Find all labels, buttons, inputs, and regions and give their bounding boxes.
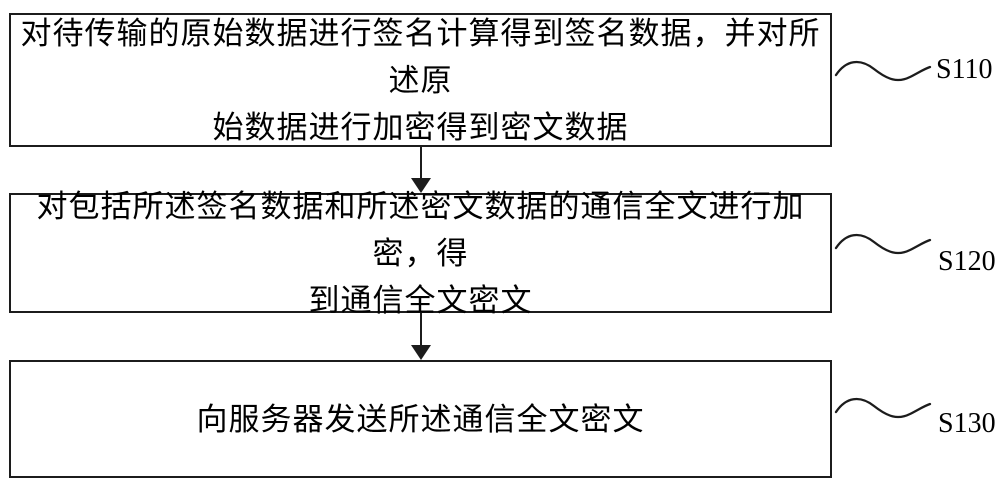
- flow-step-box-s110: 对待传输的原始数据进行签名计算得到签名数据，并对所述原 始数据进行加密得到密文数…: [9, 13, 832, 147]
- arrow-down-head-icon: [411, 178, 431, 193]
- step-label-s130: S130: [938, 408, 996, 439]
- wavy-connector-icon: [834, 397, 932, 419]
- flow-step-box-s120: 对包括所述签名数据和所述密文数据的通信全文进行加密，得 到通信全文密文: [9, 189, 832, 318]
- step-text-line: 到通信全文密文: [308, 282, 533, 318]
- arrow-down-icon: [420, 147, 422, 179]
- step-text-s120: 对包括所述签名数据和所述密文数据的通信全文进行加密，得 到通信全文密文: [11, 183, 830, 324]
- wavy-connector-icon: [834, 233, 932, 255]
- step-text-line: 对包括所述签名数据和所述密文数据的通信全文进行加密，得: [36, 188, 805, 271]
- step-text-s130: 向服务器发送所述通信全文密文: [197, 396, 645, 443]
- arrow-down-icon: [420, 313, 422, 346]
- step-text-s110: 对待传输的原始数据进行签名计算得到签名数据，并对所述原 始数据进行加密得到密文数…: [11, 10, 830, 151]
- step-label-s120: S120: [938, 246, 996, 277]
- step-label-s110: S110: [936, 54, 993, 85]
- wavy-connector-icon: [834, 60, 932, 82]
- flow-step-box-s130: 向服务器发送所述通信全文密文: [9, 360, 832, 478]
- arrow-down-head-icon: [411, 345, 431, 360]
- step-text-line: 始数据进行加密得到密文数据: [212, 109, 629, 145]
- step-text-line: 对待传输的原始数据进行签名计算得到签名数据，并对所述原: [20, 15, 821, 98]
- step-text-line: 向服务器发送所述通信全文密文: [196, 401, 645, 437]
